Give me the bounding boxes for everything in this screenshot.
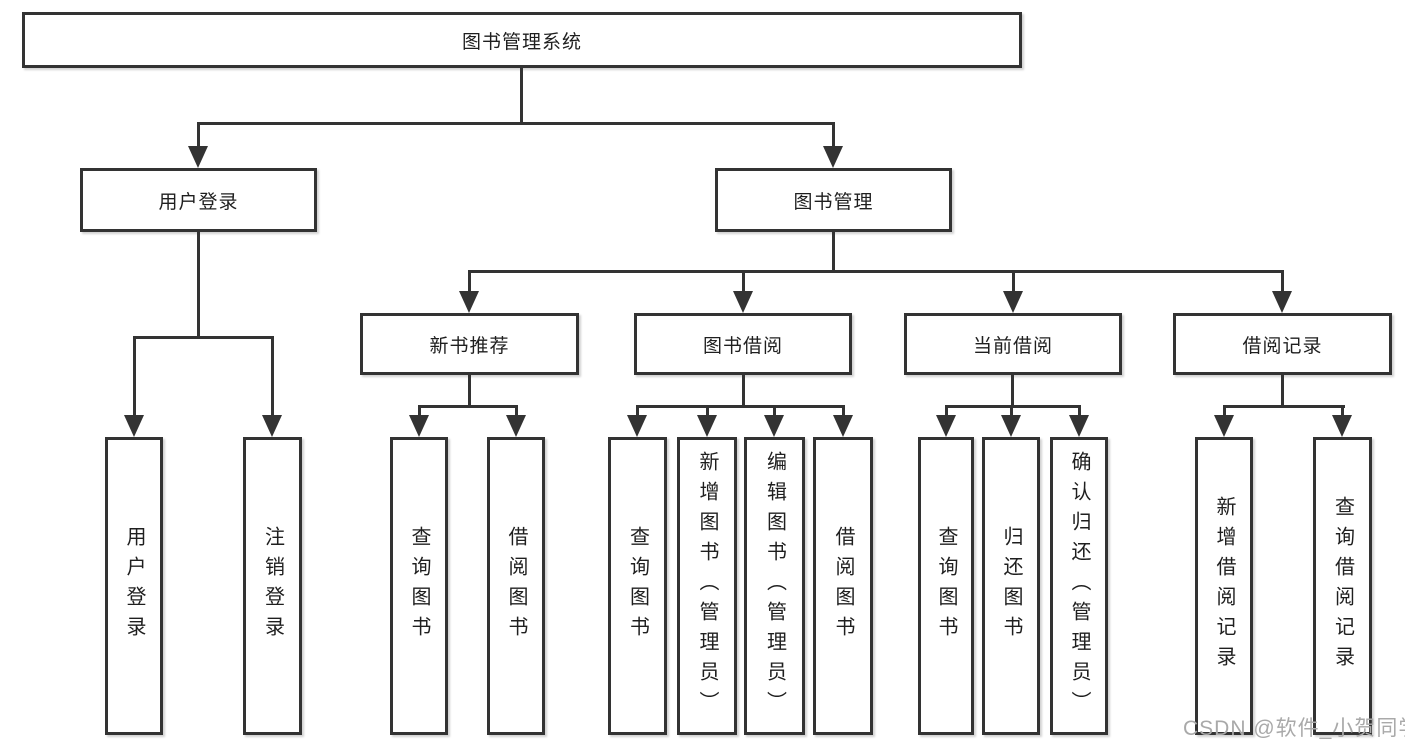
- leaf-recommend-query-books: 查询图书: [390, 437, 448, 735]
- connector-arrow-stem: [842, 405, 845, 415]
- arrowhead-down-icon: [262, 415, 282, 437]
- connector-user-login-branch: [133, 336, 273, 339]
- connector-current-branch: [945, 405, 1081, 408]
- connector-records-branch: [1223, 405, 1345, 408]
- arrowhead-down-icon: [764, 415, 784, 437]
- leaf-current-query-books: 查询图书: [918, 437, 974, 735]
- connector-arrow-stem: [742, 270, 745, 291]
- arrowhead-down-icon: [833, 415, 853, 437]
- connector-borrowing-branch: [636, 405, 845, 408]
- connector-arrow-stem: [1078, 405, 1081, 415]
- connector-root-stub: [520, 68, 523, 122]
- connector-arrow-stem: [832, 122, 835, 146]
- node-borrowing-records: 借阅记录: [1173, 313, 1392, 375]
- leaf-borrowing-add-books-admin: 新增图书（管理员）: [677, 437, 737, 735]
- connector-root-branch: [197, 122, 835, 125]
- connector-arrow-stem: [1341, 405, 1344, 415]
- connector-arrow-stem: [515, 405, 518, 415]
- leaf-recommend-borrow-books: 借阅图书: [487, 437, 545, 735]
- arrowhead-down-icon: [936, 415, 956, 437]
- connector-recommend-stub: [468, 375, 471, 405]
- node-book-borrowing: 图书借阅: [634, 313, 852, 375]
- leaf-borrowing-borrow-books: 借阅图书: [813, 437, 873, 735]
- node-new-book-recommend: 新书推荐: [360, 313, 579, 375]
- connector-arrow-stem: [271, 336, 274, 415]
- connector-arrow-stem: [197, 122, 200, 146]
- connector-arrow-stem: [133, 336, 136, 415]
- arrowhead-down-icon: [459, 291, 479, 313]
- connector-arrow-stem: [418, 405, 421, 415]
- leaf-current-return-books: 归还图书: [982, 437, 1040, 735]
- node-user-login: 用户登录: [80, 168, 317, 232]
- arrowhead-down-icon: [823, 146, 843, 168]
- watermark: CSDN @软件_小贺同学: [1183, 717, 1405, 740]
- leaf-user-login: 用户登录: [105, 437, 163, 735]
- connector-arrow-stem: [1012, 270, 1015, 291]
- arrowhead-down-icon: [1272, 291, 1292, 313]
- connector-arrow-stem: [1223, 405, 1226, 415]
- connector-arrow-stem: [1281, 270, 1284, 291]
- connector-records-stub: [1281, 375, 1284, 405]
- connector-arrow-stem: [706, 405, 709, 415]
- arrowhead-down-icon: [1332, 415, 1352, 437]
- arrowhead-down-icon: [409, 415, 429, 437]
- connector-current-stub: [1011, 375, 1014, 405]
- connector-user-login-stub: [197, 232, 200, 336]
- connector-book-mgmt-stub: [832, 232, 835, 270]
- connector-recommend-branch: [418, 405, 518, 408]
- leaf-borrowing-edit-books-admin: 编辑图书（管理员）: [744, 437, 805, 735]
- leaf-records-add-record: 新增借阅记录: [1195, 437, 1253, 735]
- leaf-logout: 注销登录: [243, 437, 302, 735]
- leaf-records-query-record: 查询借阅记录: [1313, 437, 1372, 735]
- connector-borrowing-stub: [742, 375, 745, 405]
- arrowhead-down-icon: [627, 415, 647, 437]
- arrowhead-down-icon: [1069, 415, 1089, 437]
- arrowhead-down-icon: [124, 415, 144, 437]
- arrowhead-down-icon: [1214, 415, 1234, 437]
- connector-arrow-stem: [945, 405, 948, 415]
- node-current-borrowing: 当前借阅: [904, 313, 1122, 375]
- connector-arrow-stem: [773, 405, 776, 415]
- leaf-current-confirm-return-admin: 确认归还（管理员）: [1050, 437, 1108, 735]
- leaf-borrowing-query-books: 查询图书: [608, 437, 667, 735]
- arrowhead-down-icon: [733, 291, 753, 313]
- arrowhead-down-icon: [1003, 291, 1023, 313]
- arrowhead-down-icon: [697, 415, 717, 437]
- connector-arrow-stem: [636, 405, 639, 415]
- node-root: 图书管理系统: [22, 12, 1022, 68]
- connector-book-mgmt-branch: [468, 270, 1284, 273]
- arrowhead-down-icon: [188, 146, 208, 168]
- connector-arrow-stem: [1010, 405, 1013, 415]
- node-book-management: 图书管理: [715, 168, 952, 232]
- connector-arrow-stem: [468, 270, 471, 291]
- arrowhead-down-icon: [1001, 415, 1021, 437]
- arrowhead-down-icon: [506, 415, 526, 437]
